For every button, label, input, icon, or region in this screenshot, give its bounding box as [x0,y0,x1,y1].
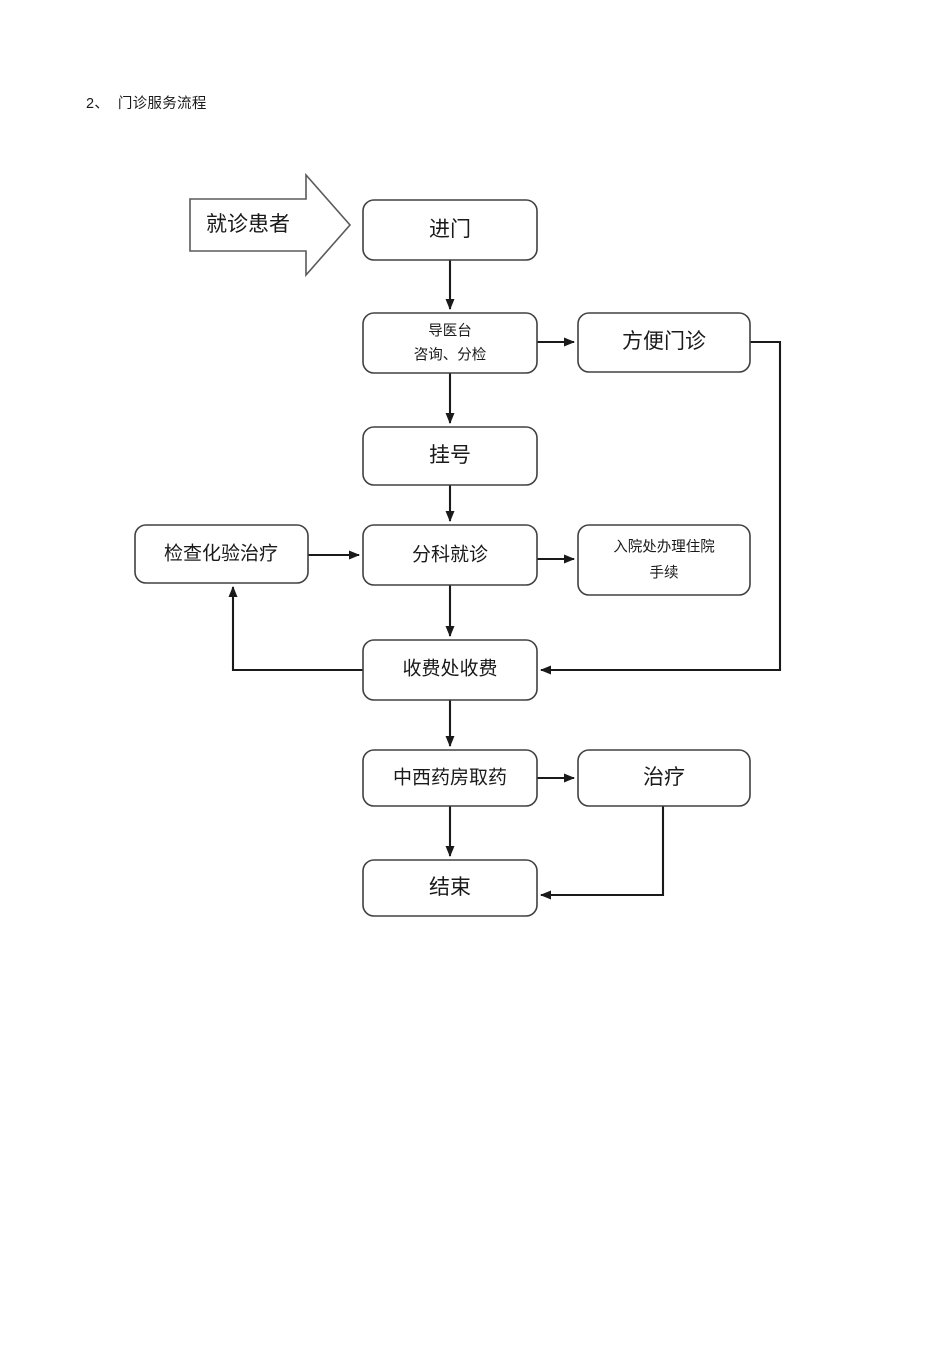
node-guide[interactable]: 导医台 咨询、分检 [362,312,538,374]
node-admission-shape [577,524,751,596]
node-register[interactable]: 挂号 [362,426,538,486]
node-treatment-shape [577,749,751,807]
edge-treatment-to-finish [540,806,665,900]
node-cashier-shape [362,639,538,701]
node-pharmacy-label: 中西药房取药 [393,766,507,788]
node-patient[interactable]: 就诊患者 [189,172,352,278]
node-exam[interactable]: 检查化验治疗 [134,524,309,584]
node-exam-shape [134,524,309,584]
node-treatment-label: 治疗 [643,765,685,789]
node-admission[interactable]: 入院处办理住院 手续 [577,524,751,596]
node-treatment[interactable]: 治疗 [577,749,751,807]
connector-layer [228,260,782,900]
node-register-label: 挂号 [429,443,471,467]
node-pharmacy-shape [362,749,538,807]
node-admission-label-line1: 入院处办理住院 [613,538,715,555]
node-cashier-label: 收费处收费 [402,657,497,679]
node-register-shape [362,426,538,486]
block-arrow-shape [189,172,352,278]
node-dept-label: 分科就诊 [412,543,488,565]
node-finish-shape [362,859,538,917]
node-convenient[interactable]: 方便门诊 [577,312,751,373]
section-heading: 2、 门诊服务流程 [86,96,207,112]
node-dept-shape [362,524,538,586]
node-finish-label: 结束 [429,875,471,899]
node-finish[interactable]: 结束 [362,859,538,917]
node-enter-label: 进门 [429,217,471,241]
node-guide-shape [362,312,538,374]
node-guide-label-line1: 导医台 [428,322,472,339]
node-convenient-label: 方便门诊 [622,329,706,353]
node-cashier[interactable]: 收费处收费 [362,639,538,701]
node-dept[interactable]: 分科就诊 [362,524,538,586]
node-guide-label-line2: 咨询、分检 [414,346,487,363]
node-enter[interactable]: 进门 [362,199,538,261]
node-convenient-shape [577,312,751,373]
node-enter-shape [362,199,538,261]
edge-cashier-to-exam [228,586,363,672]
node-exam-label: 检查化验治疗 [164,542,278,564]
node-pharmacy[interactable]: 中西药房取药 [362,749,538,807]
edge-convenient-to-cashier [540,340,782,675]
node-patient-label: 就诊患者 [206,212,290,236]
node-admission-label-line2: 手续 [650,564,679,581]
